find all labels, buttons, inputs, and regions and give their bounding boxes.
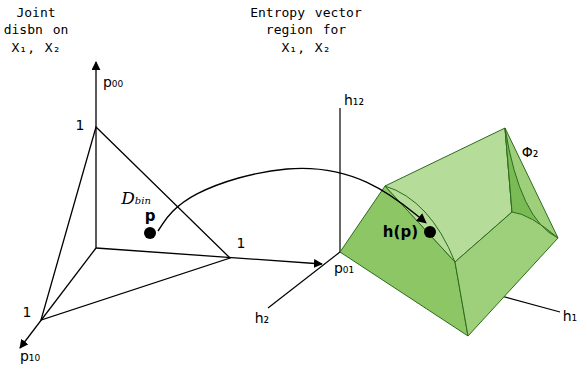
point-node: h(p): [383, 224, 436, 241]
tick-label: 1: [237, 235, 246, 251]
axis-line: [96, 248, 322, 264]
point-dot: [424, 226, 436, 238]
figure-heading: Joint disbn on X₁, X₂: [3, 4, 69, 57]
axis-label: h₂: [255, 310, 270, 326]
region-curved-face: [505, 128, 558, 238]
point-label: p: [145, 208, 156, 225]
axis-label: p₀₁: [334, 260, 354, 276]
simplex-figure: [20, 62, 322, 348]
simplex-triangle: [41, 127, 230, 320]
figure-heading: Entropy vector region for X₁, X₂: [250, 4, 363, 57]
set-label: Dbin: [121, 189, 151, 209]
point-node: p: [144, 208, 156, 240]
axis-label: h₁₂: [344, 92, 364, 108]
axis-label: h₁: [563, 308, 578, 324]
axis-line: [268, 252, 340, 308]
point-dot: [144, 227, 156, 239]
axis-line: [20, 248, 96, 348]
axis-label: p₀₀: [103, 74, 123, 90]
tick-label: 1: [23, 304, 32, 320]
axis-label: p₁₀: [20, 348, 40, 364]
axis-line: [95, 62, 96, 248]
point-label: h(p): [383, 224, 418, 241]
region-face: [455, 128, 558, 336]
axis-line: [339, 108, 340, 252]
mapping-arrow: [158, 168, 426, 231]
region-label: Φ₂: [522, 144, 539, 160]
tick-label: 1: [76, 117, 85, 133]
entropy-region-figure: [268, 108, 560, 336]
